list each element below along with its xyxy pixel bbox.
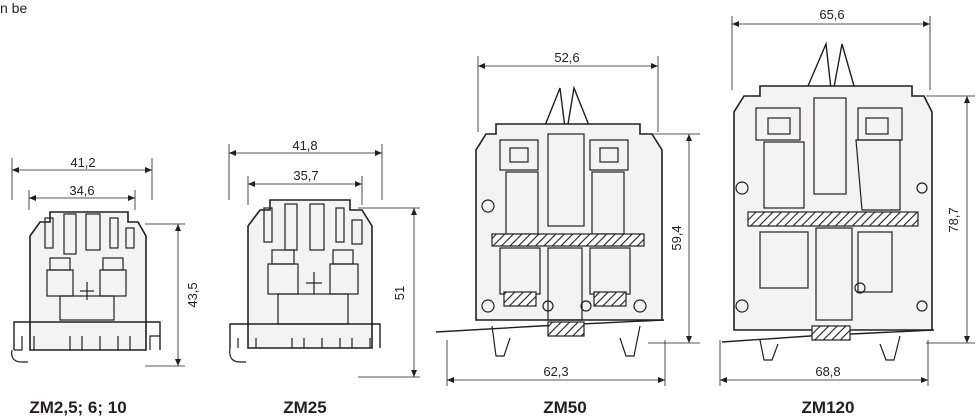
zm2-5-model-label: ZM2,5; 6; 10 — [29, 398, 126, 417]
terminal-zm120 — [719, 16, 975, 386]
zm120-base-width-label: 68,8 — [815, 364, 840, 379]
terminal-zm50 — [435, 56, 700, 386]
intro-text-fragment: n be — [0, 0, 28, 16]
zm50-model-label: ZM50 — [543, 398, 586, 417]
zm50-base-width-label: 62,3 — [543, 364, 568, 379]
zm25-overall-width-label: 41,8 — [292, 138, 317, 153]
zm25-height-label: 51 — [392, 286, 407, 300]
zm25-model-label: ZM25 — [283, 398, 326, 417]
terminal-zm25 — [228, 144, 420, 378]
zm120-top-width-label: 65,6 — [819, 7, 844, 22]
zm2-5-height-label: 43,5 — [185, 282, 200, 307]
zm25-inner-width-label: 35,7 — [293, 168, 318, 183]
zm120-model-label: ZM120 — [802, 398, 855, 417]
zm50-top-width-label: 52,6 — [554, 50, 579, 65]
zm2-5-inner-width-label: 34,6 — [69, 183, 94, 198]
terminal-zm2-5 — [11, 158, 185, 367]
zm120-height-label: 78,7 — [946, 207, 961, 232]
zm2-5-overall-width-label: 41,2 — [70, 155, 95, 170]
zm50-height-label: 59,4 — [669, 225, 684, 250]
